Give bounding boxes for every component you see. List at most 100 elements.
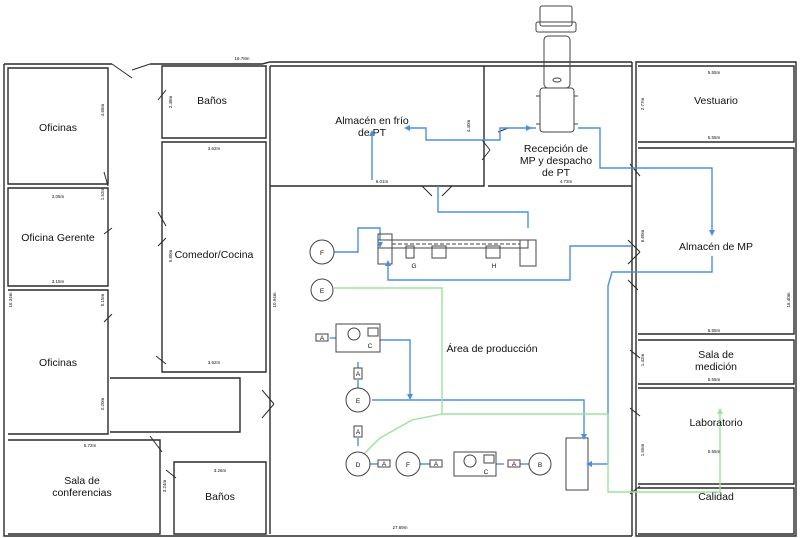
- dim-vestuario-w: 5.55m: [708, 70, 721, 75]
- dim-ofi-mid-h2: 2.20m: [100, 397, 105, 410]
- flow-f-to-g: [334, 227, 381, 253]
- equipment-e-mid: [345, 387, 371, 413]
- label-recepcion-2: MP y despacho: [520, 155, 592, 167]
- door-comedor-bottom: [155, 355, 167, 365]
- wall-production: [269, 65, 632, 534]
- equipment-a-f: [429, 459, 443, 468]
- dim-comedor-w: 3.62m: [208, 146, 221, 151]
- dim-inner-left-h: 10.94m: [272, 292, 277, 307]
- wall-oficinas-mid: [8, 289, 109, 435]
- door-vestuario: [629, 163, 641, 177]
- label-medicion-2: medición: [695, 361, 737, 373]
- door-almacen-mp: [627, 239, 641, 265]
- dim-banos-bottom-w: 3.26m: [214, 468, 227, 473]
- label-area-produccion: Área de producción: [446, 342, 537, 355]
- eq-label-a-mid1: A: [356, 371, 361, 378]
- label-almacen-frio-1: Almacén en frío: [335, 115, 409, 127]
- wall-comedor: [161, 141, 267, 373]
- dim-ofi-mid-h: 5.15m: [100, 293, 105, 306]
- label-vestuario: Vestuario: [694, 95, 738, 107]
- wall-oficinas-top: [7, 67, 109, 185]
- label-banos-top: Baños: [197, 95, 227, 107]
- flow-production-to-frio: [437, 186, 529, 228]
- wall-medicion: [638, 339, 795, 385]
- dim-medicion-h: 1.42m: [640, 353, 645, 366]
- label-comedor: Comedor/Cocina: [175, 249, 254, 261]
- dim-bottom-total: 27.69m: [392, 525, 407, 530]
- eq-label-a-top: A: [320, 335, 325, 342]
- equipment-a-c: [507, 459, 521, 468]
- door-entrance: [111, 63, 151, 79]
- dim-ofi-top-w: 3.05m: [52, 194, 65, 199]
- eq-label-a-d: A: [382, 461, 387, 468]
- dimension-labels: 16.78m 3.05m 3.15m 3.62m 3.62m 6.01m 4.7…: [8, 56, 791, 530]
- door-comedor: [157, 211, 167, 247]
- wall-laboratorio: [638, 387, 795, 485]
- dim-sala-conf-h: 3.24m: [162, 479, 167, 492]
- door-medicion: [629, 349, 641, 359]
- equipment-f-top: [309, 239, 335, 265]
- dim-almacen-mp-h: 6.60m: [640, 229, 645, 242]
- dim-left-total: 16.34m: [8, 292, 13, 307]
- dim-vestuario-h: 2.77m: [640, 97, 645, 110]
- wall-vestuario: [638, 65, 795, 143]
- dim-vestuario-w2: 5.55m: [708, 135, 721, 140]
- eq-label-c-bottom: C: [484, 469, 489, 476]
- arrowheads: [369, 125, 715, 467]
- dim-sala-conf-w: 5.72m: [84, 443, 97, 448]
- flow-d-to-laboratorio: [363, 413, 443, 455]
- door-gerente: [103, 227, 113, 235]
- dim-right-total: 16.40m: [786, 292, 791, 307]
- dim-lab-w: 5.55m: [708, 449, 721, 454]
- eq-label-a-mid2: A: [356, 429, 361, 436]
- flow-almacen-mp-to-machine: [588, 256, 713, 465]
- label-laboratorio: Laboratorio: [689, 417, 742, 429]
- label-recepcion-1: Recepción de: [524, 143, 588, 155]
- label-calidad: Calidad: [698, 491, 734, 503]
- walls: [3, 61, 797, 537]
- door-almacen-mp-low: [627, 279, 639, 291]
- dim-medicion-w: 5.55m: [708, 377, 721, 382]
- equipment-a-mid1: [353, 367, 363, 380]
- dim-recepcion-w: 4.73m: [560, 179, 573, 184]
- dim-lab-h: 1.55m: [640, 443, 645, 456]
- dim-comedor-h: 5.80m: [168, 249, 173, 262]
- label-sala-conf-2: conferencias: [52, 487, 112, 499]
- eq-label-a-c: A: [512, 461, 517, 468]
- wall-corridor: [110, 377, 241, 433]
- equipment-labels: F E C A G H E A A D A F A C A B: [320, 250, 542, 476]
- dim-almacen-mp-w: 5.55m: [708, 328, 721, 333]
- label-medicion-1: Sala de: [698, 349, 734, 361]
- wall-oficina-gerente: [7, 187, 109, 287]
- wall-banos-bottom: [173, 461, 267, 535]
- door-almacen-frio: [421, 185, 453, 197]
- eq-label-f-bottom: F: [406, 462, 410, 469]
- door-oficinas-mid: [103, 313, 113, 323]
- eq-label-e-mid: E: [356, 398, 361, 405]
- eq-label-f-top: F: [320, 250, 324, 257]
- outer-wall-right-block: [635, 61, 797, 537]
- wall-sala-conf: [8, 439, 161, 535]
- wall-calidad: [638, 487, 795, 535]
- flow-e-to-laboratorio: [334, 287, 721, 493]
- room-labels: Oficinas Baños Almacén en frío de PT Rec…: [21, 95, 753, 503]
- door-oficinas-top: [103, 171, 109, 187]
- door-recepcion: [481, 139, 491, 161]
- dim-ofi-gerente-w: 3.15m: [52, 279, 65, 284]
- equipment-b: [528, 452, 552, 476]
- flow-truck-to-almacen-frio: [410, 127, 536, 141]
- label-almacen-mp: Almacén de MP: [679, 241, 753, 253]
- label-oficina-gerente: Oficina Gerente: [21, 232, 95, 244]
- equipment-a-mid2: [353, 425, 363, 438]
- flow-mp-to-line: [387, 245, 632, 281]
- flow-e-to-b: [372, 399, 585, 438]
- eq-label-d: D: [356, 462, 361, 469]
- wall-almacen-mp: [638, 147, 795, 335]
- dim-top-total: 16.78m: [234, 56, 249, 61]
- dim-ofi-gerente-h: 1.52m: [100, 187, 105, 200]
- equipment-e-top: [310, 278, 334, 302]
- eq-label-a-f: A: [434, 461, 439, 468]
- dim-comedor-w2: 3.62m: [208, 360, 221, 365]
- equipment-d: [345, 451, 371, 477]
